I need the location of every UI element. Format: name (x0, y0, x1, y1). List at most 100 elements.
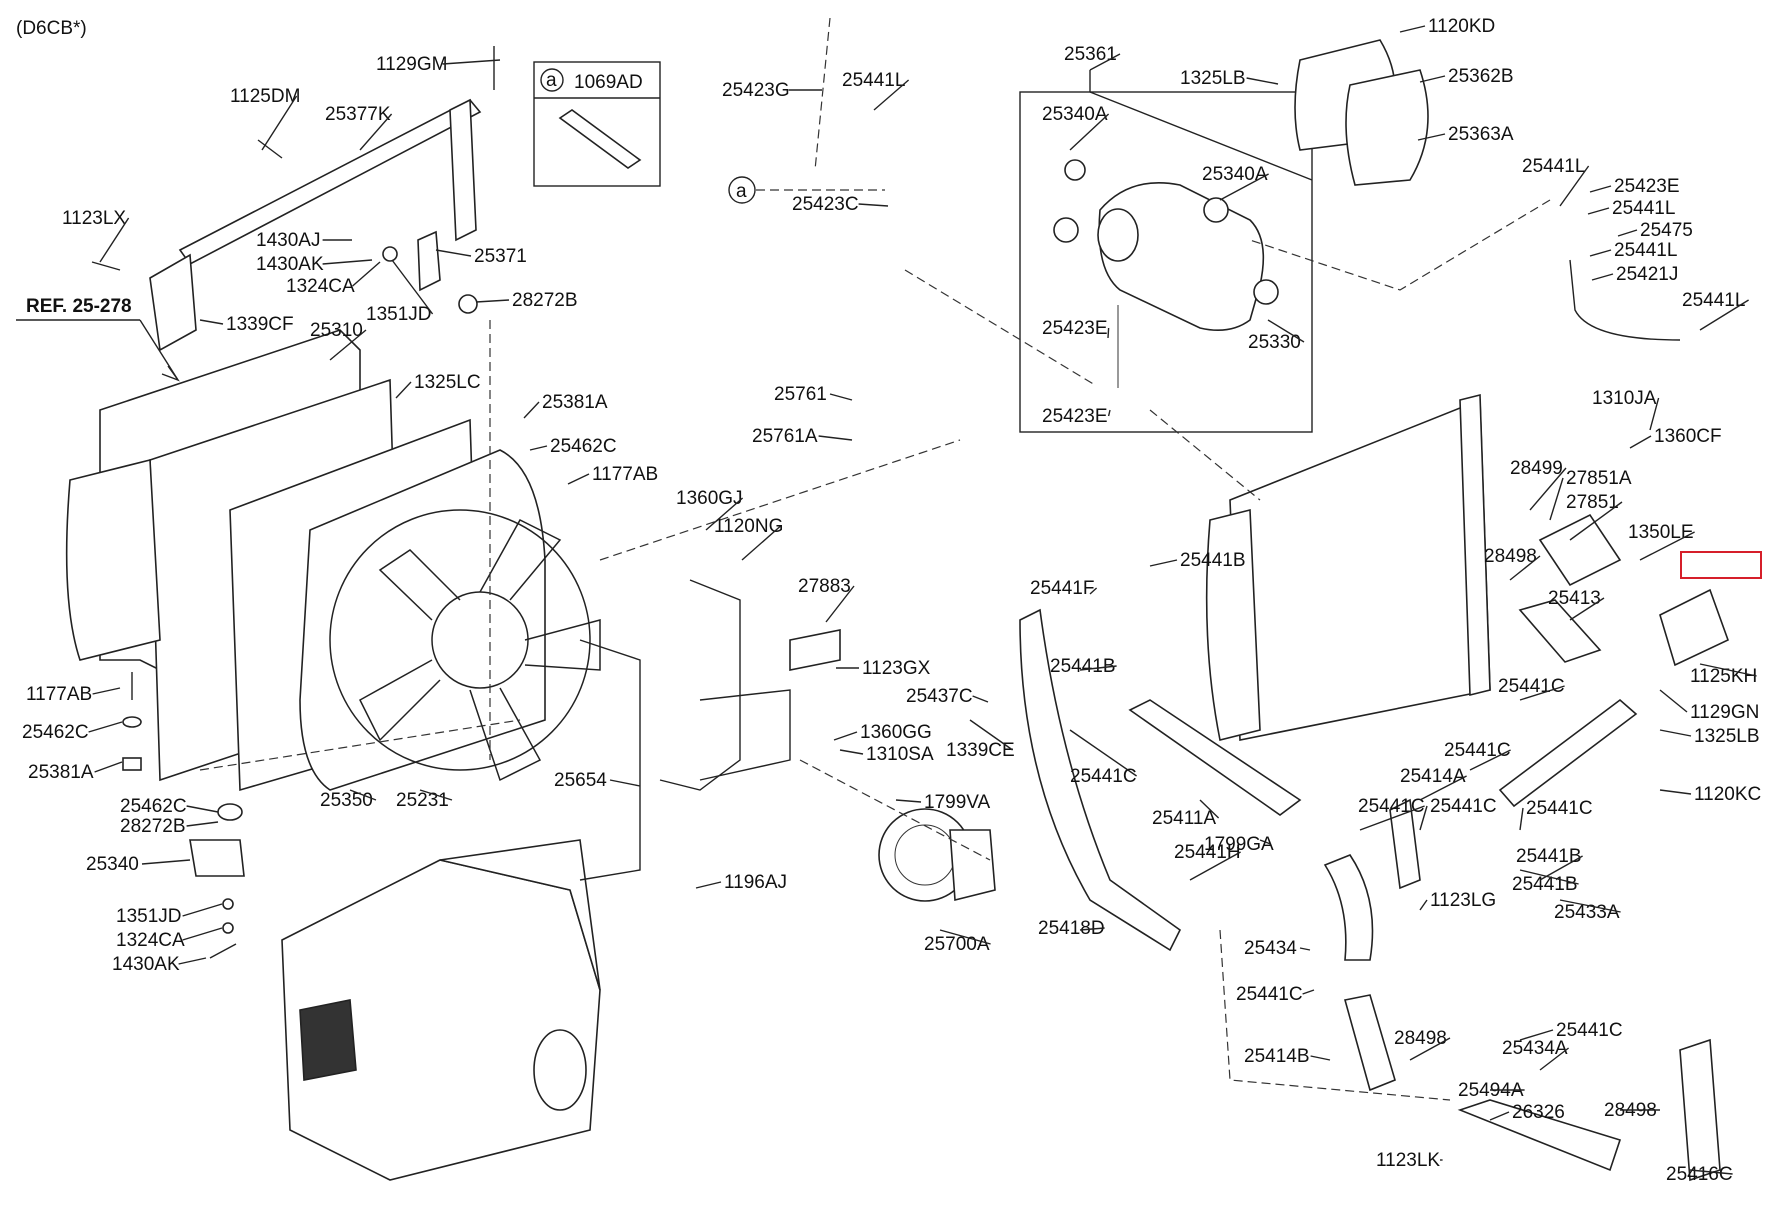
part-label-25371[interactable]: 25371 (474, 246, 527, 267)
part-label-25441l[interactable]: 25441L (842, 70, 905, 91)
part-label-25441c[interactable]: 25441C (1070, 766, 1137, 787)
part-label-25441l[interactable]: 25441L (1614, 240, 1677, 261)
part-label-25340a[interactable]: 25340A (1202, 164, 1268, 185)
part-label-25441c[interactable]: 25441C (1358, 796, 1425, 817)
part-label-27883[interactable]: 27883 (798, 576, 851, 597)
part-label-25441l[interactable]: 25441L (1522, 156, 1585, 177)
part-label-25421j[interactable]: 25421J (1616, 264, 1678, 285)
part-label-25441b[interactable]: 25441B (1516, 846, 1582, 867)
part-label-25441l[interactable]: 25441L (1612, 198, 1675, 219)
part-label-1125kh[interactable]: 1125KH (1690, 666, 1757, 687)
part-label-25310[interactable]: 25310 (310, 320, 363, 341)
part-label-25414b[interactable]: 25414B (1244, 1046, 1310, 1067)
part-label-1177ab[interactable]: 1177AB (26, 684, 92, 705)
part-label-1177ab[interactable]: 1177AB (592, 464, 658, 485)
part-label-25362b[interactable]: 25362B (1448, 66, 1514, 87)
part-label-26326[interactable]: 26326 (1512, 1102, 1565, 1123)
part-label-25462c[interactable]: 25462C (22, 722, 89, 743)
part-label-25654[interactable]: 25654 (554, 770, 607, 791)
part-label-1310ja[interactable]: 1310JA (1592, 388, 1657, 409)
part-label-1120kc[interactable]: 1120KC (1694, 784, 1761, 805)
part-label-25413[interactable]: 25413 (1548, 588, 1601, 609)
part-label-25441c[interactable]: 25441C (1444, 740, 1511, 761)
part-label-1325lc[interactable]: 1325LC (414, 372, 481, 393)
part-label-28499[interactable]: 28499 (1510, 458, 1563, 479)
part-label-1339ce[interactable]: 1339CE (946, 740, 1015, 761)
part-label-25423e[interactable]: 25423E (1614, 176, 1680, 197)
part-label-25423e[interactable]: 25423E (1042, 318, 1108, 339)
part-label-1196aj[interactable]: 1196AJ (724, 872, 787, 893)
part-label-25340a[interactable]: 25340A (1042, 104, 1108, 125)
part-label-25350[interactable]: 25350 (320, 790, 373, 811)
part-label-25340[interactable]: 25340 (86, 854, 139, 875)
part-label-1360cf[interactable]: 1360CF (1654, 426, 1722, 447)
part-label-1123lg[interactable]: 1123LG (1430, 890, 1496, 911)
part-label-25411a[interactable]: 25411A (1152, 808, 1216, 829)
part-label-1120kd[interactable]: 1120KD (1428, 16, 1495, 37)
part-label-25423c[interactable]: 25423C (792, 194, 859, 215)
part-label-1129gn[interactable]: 1129GN (1690, 702, 1759, 723)
part-label-1430aj[interactable]: 1430AJ (256, 230, 320, 251)
part-label-25437c[interactable]: 25437C (906, 686, 973, 707)
part-label-25441h[interactable]: 25441H (1174, 842, 1241, 863)
part-label-25700a[interactable]: 25700A (924, 934, 990, 955)
part-label-1123lk[interactable]: 1123LK (1376, 1150, 1440, 1171)
part-label-28272b[interactable]: 28272B (512, 290, 578, 311)
part-label-1325lb[interactable]: 1325LB (1180, 68, 1246, 89)
part-label-25418d[interactable]: 25418D (1038, 918, 1105, 939)
part-label-1799va[interactable]: 1799VA (924, 792, 991, 813)
part-label-25462c[interactable]: 25462C (550, 436, 617, 457)
part-label-1123gx[interactable]: 1123GX (862, 658, 931, 679)
part-label-27851a[interactable]: 27851A (1566, 468, 1632, 489)
part-label-1129gm[interactable]: 1129GM (376, 54, 447, 75)
part-label-25423e[interactable]: 25423E (1042, 406, 1108, 427)
part-label-25441c[interactable]: 25441C (1236, 984, 1303, 1005)
part-label-25423g[interactable]: 25423G (722, 80, 790, 101)
part-label-27851[interactable]: 27851 (1566, 492, 1619, 513)
part-label-1360gg[interactable]: 1360GG (860, 722, 932, 743)
part-label-25330[interactable]: 25330 (1248, 332, 1301, 353)
part-label-25441l[interactable]: 25441L (1682, 290, 1745, 311)
part-label-25414a[interactable]: 25414A (1400, 766, 1466, 787)
part-label-25434[interactable]: 25434 (1244, 938, 1297, 959)
part-label-25434a[interactable]: 25434A (1502, 1038, 1568, 1059)
part-label-25363a[interactable]: 25363A (1448, 124, 1514, 145)
part-label-1123lx[interactable]: 1123LX (62, 208, 126, 229)
part-label-1125dm[interactable]: 1125DM (230, 86, 300, 107)
part-label-28498[interactable]: 28498 (1484, 546, 1537, 567)
part-label-25231[interactable]: 25231 (396, 790, 449, 811)
part-label-25433a[interactable]: 25433A (1554, 902, 1620, 923)
part-label-25441c[interactable]: 25441C (1498, 676, 1565, 697)
part-label-28498[interactable]: 28498 (1394, 1028, 1447, 1049)
part-label-1324ca[interactable]: 1324CA (116, 930, 185, 951)
part-label-25416c[interactable]: 25416C (1666, 1164, 1733, 1185)
part-label-25761a[interactable]: 25761A (752, 426, 818, 447)
part-label-1324ca[interactable]: 1324CA (286, 276, 355, 297)
leader-line-1430ak (178, 957, 207, 965)
part-label-1120ng[interactable]: 1120NG (714, 516, 783, 537)
part-label-1339cf[interactable]: 1339CF (226, 314, 294, 335)
part-label-25441c[interactable]: 25441C (1556, 1020, 1623, 1041)
part-label-25475[interactable]: 25475 (1640, 220, 1693, 241)
part-label-25462c[interactable]: 25462C (120, 796, 187, 817)
part-label-1351jd[interactable]: 1351JD (366, 304, 432, 325)
part-label-28272b[interactable]: 28272B (120, 816, 186, 837)
part-label-1350le[interactable]: 1350LE (1628, 522, 1694, 543)
part-label-25441f[interactable]: 25441F (1030, 578, 1094, 599)
part-label-25377k[interactable]: 25377K (325, 104, 391, 125)
part-label-25361[interactable]: 25361 (1064, 44, 1117, 65)
part-label-1360gj[interactable]: 1360GJ (676, 488, 743, 509)
part-label-25381a[interactable]: 25381A (542, 392, 608, 413)
part-label-25761[interactable]: 25761 (774, 384, 827, 405)
part-label-25441b[interactable]: 25441B (1050, 656, 1116, 677)
part-label-25381a[interactable]: 25381A (28, 762, 94, 783)
part-label-1310sa[interactable]: 1310SA (866, 744, 934, 765)
part-label-1430ak[interactable]: 1430AK (112, 954, 180, 975)
part-label-1351jd[interactable]: 1351JD (116, 906, 182, 927)
part-label-25441b[interactable]: 25441B (1180, 550, 1246, 571)
part-label-25441c[interactable]: 25441C (1526, 798, 1593, 819)
part-label-1325lb[interactable]: 1325LB (1694, 726, 1760, 747)
part-label-25441c[interactable]: 25441C (1430, 796, 1497, 817)
part-label-1799ga[interactable]: 1799GA (1204, 834, 1274, 855)
part-label-1430ak[interactable]: 1430AK (256, 254, 324, 275)
